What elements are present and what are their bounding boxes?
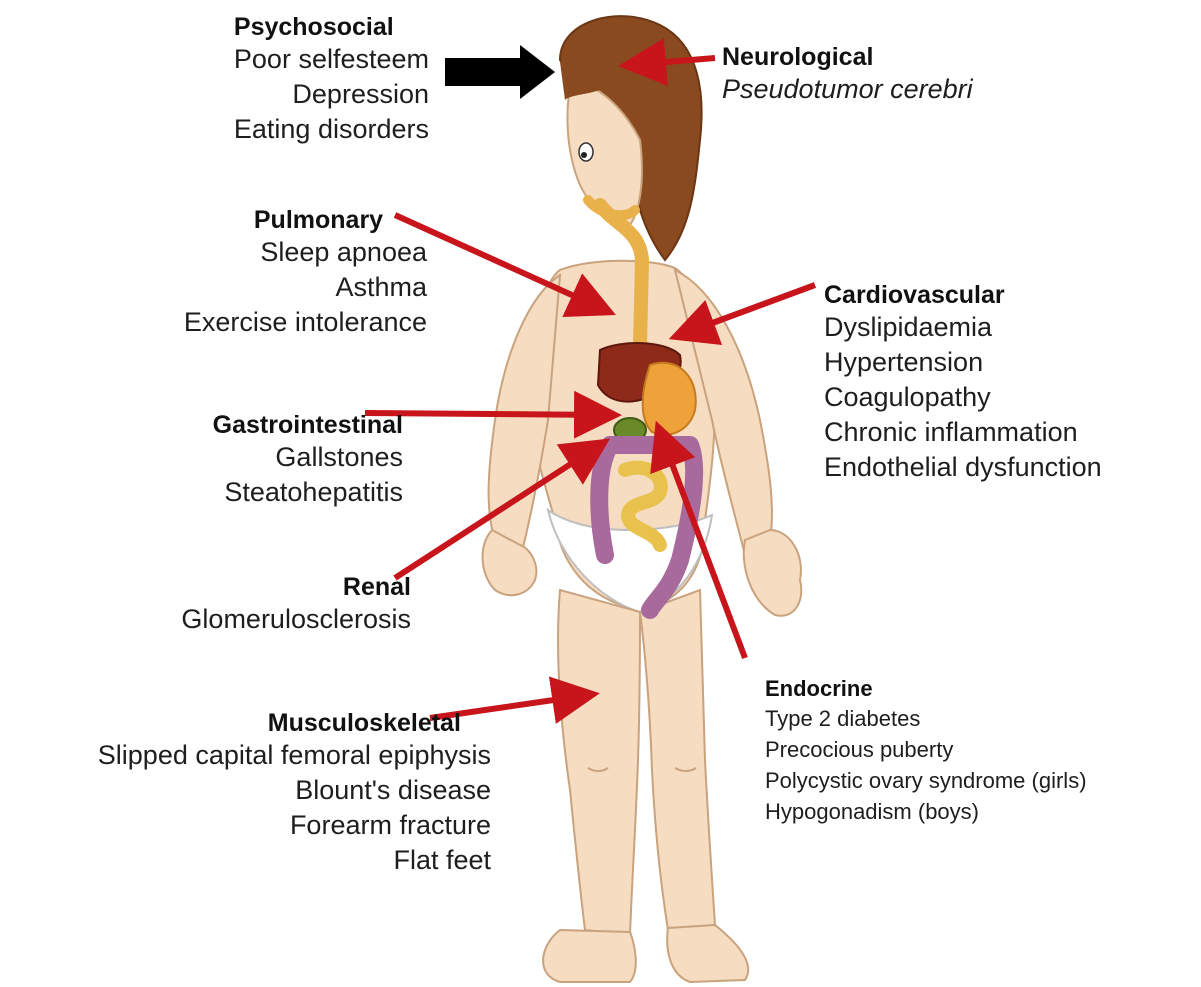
psychosocial-item: Poor selfesteem [234, 42, 429, 77]
musculoskeletal-item: Blount's disease [98, 773, 491, 808]
left-hand [483, 530, 537, 595]
left-leg [558, 590, 640, 935]
neurological-group: Neurological Pseudotumor cerebri [722, 42, 973, 107]
stomach [643, 363, 696, 435]
neurological-item: Pseudotumor cerebri [722, 72, 973, 107]
cardiovascular-title: Cardiovascular [824, 280, 1102, 310]
gastrointestinal-group: Gastrointestinal Gallstones Steatohepati… [213, 410, 403, 510]
psychosocial-title: Psychosocial [234, 12, 429, 42]
musculoskeletal-title: Musculoskeletal [98, 708, 491, 738]
renal-group: Renal Glomerulosclerosis [177, 572, 411, 637]
cardiovascular-item: Chronic inflammation [824, 415, 1102, 450]
endocrine-group: Endocrine Type 2 diabetes Precocious pub… [765, 675, 1087, 827]
renal-title: Renal [177, 572, 411, 602]
left-foot [543, 930, 636, 982]
cardiovascular-item: Endothelial dysfunction [824, 450, 1102, 485]
psychosocial-item: Eating disorders [234, 112, 429, 147]
cardiovascular-item: Coagulopathy [824, 380, 1102, 415]
musculoskeletal-group: Musculoskeletal Slipped capital femoral … [98, 708, 491, 878]
renal-item: Glomerulosclerosis [177, 602, 411, 637]
black-arrow [445, 45, 555, 99]
right-hand [744, 530, 802, 616]
endocrine-title: Endocrine [765, 675, 1087, 703]
neurological-title: Neurological [722, 42, 973, 72]
endocrine-item: Type 2 diabetes [765, 703, 1087, 734]
gastrointestinal-item: Steatohepatitis [213, 475, 403, 510]
endocrine-item: Precocious puberty [765, 734, 1087, 765]
psychosocial-group: Psychosocial Poor selfesteem Depression … [234, 12, 429, 147]
gastrointestinal-title: Gastrointestinal [213, 410, 403, 440]
eye [579, 143, 593, 161]
pulmonary-group: Pulmonary Sleep apnoea Asthma Exercise i… [184, 205, 427, 340]
pulmonary-item: Asthma [184, 270, 427, 305]
musculoskeletal-item: Forearm fracture [98, 808, 491, 843]
gastrointestinal-item: Gallstones [213, 440, 403, 475]
musculoskeletal-item: Slipped capital femoral epiphysis [98, 738, 491, 773]
cardiovascular-item: Hypertension [824, 345, 1102, 380]
right-leg [640, 590, 715, 930]
endocrine-item: Polycystic ovary syndrome (girls) [765, 765, 1087, 796]
endocrine-item: Hypogonadism (boys) [765, 796, 1087, 827]
cardiovascular-group: Cardiovascular Dyslipidaemia Hypertensio… [824, 280, 1102, 485]
pulmonary-item: Exercise intolerance [184, 305, 427, 340]
pulmonary-title: Pulmonary [184, 205, 427, 235]
psychosocial-item: Depression [234, 77, 429, 112]
musculoskeletal-item: Flat feet [98, 843, 491, 878]
cardiovascular-item: Dyslipidaemia [824, 310, 1102, 345]
right-foot [667, 925, 748, 982]
pulmonary-item: Sleep apnoea [184, 235, 427, 270]
